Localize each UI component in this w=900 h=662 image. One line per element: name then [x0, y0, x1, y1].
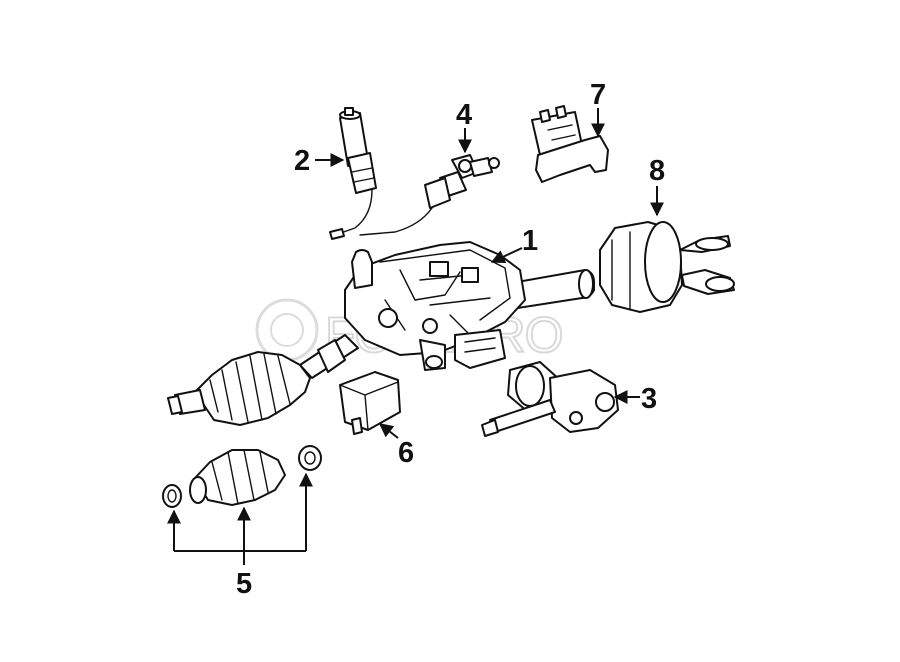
callout-1: 1: [522, 225, 538, 257]
callout-2: 2: [294, 145, 310, 177]
boot-kit-5[interactable]: [162, 445, 322, 508]
callout-3: 3: [641, 383, 657, 415]
linkage-4[interactable]: [359, 154, 500, 236]
callout-labels: 1 2 3 4 5 6 7 8: [236, 79, 665, 600]
steering-column-assembly[interactable]: [167, 241, 595, 426]
leader-1: [490, 247, 523, 264]
adjustment-motor-3[interactable]: [481, 361, 619, 437]
callout-7: 7: [590, 79, 606, 111]
callout-5: 5: [236, 568, 252, 600]
leader-6: [378, 423, 399, 439]
callout-4: 4: [456, 99, 472, 131]
callout-6: 6: [398, 437, 414, 469]
combination-switch-8[interactable]: [599, 221, 735, 313]
leader-lines: [167, 108, 664, 565]
connector-bracket-7[interactable]: [531, 105, 609, 183]
control-module-6[interactable]: [339, 371, 401, 435]
sensor-2[interactable]: [329, 107, 377, 240]
callout-8: 8: [649, 155, 665, 187]
